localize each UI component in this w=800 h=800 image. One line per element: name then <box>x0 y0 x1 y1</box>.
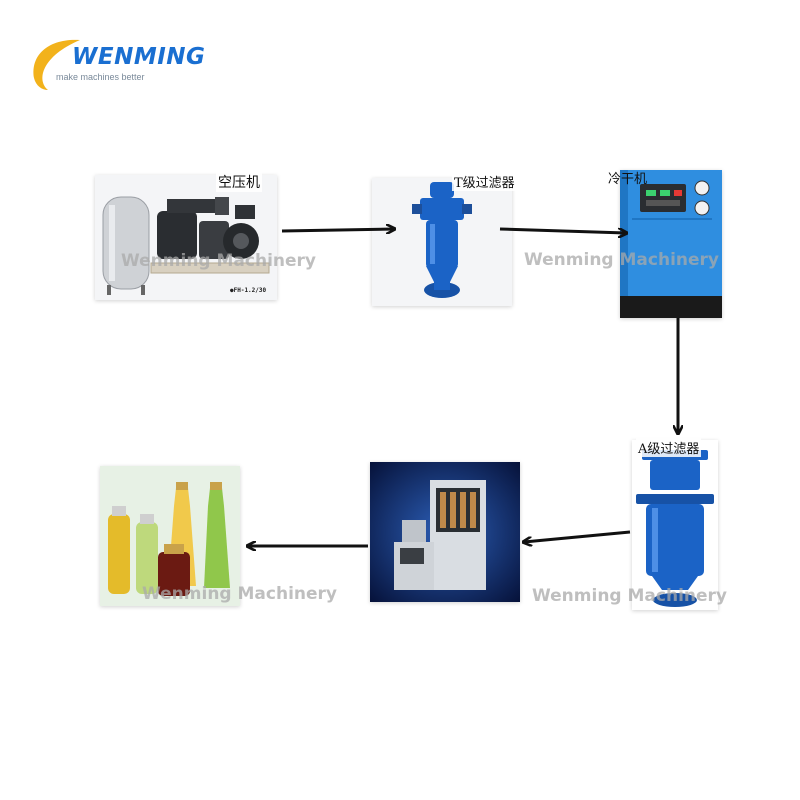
compressor-model-tag: ●FH-1.2/30 <box>230 287 267 294</box>
label-air-compressor: 空压机 <box>216 172 262 192</box>
label-t-filter: T级过滤器 <box>452 172 517 191</box>
label-a-filter: A级过滤器 <box>636 438 702 457</box>
blow-molder-image <box>370 462 520 602</box>
watermark: Wenming Machinery <box>142 584 338 604</box>
watermark: Wenming Machinery <box>121 251 317 271</box>
bottles-image <box>100 466 240 606</box>
watermark: Wenming Machinery <box>532 586 728 606</box>
node-bottles: Wenming Machinery <box>100 466 337 606</box>
node-air-compressor: ●FH-1.2/30 Wenming Machinery <box>95 175 316 300</box>
arrow-compressor-to-t-filter <box>281 229 394 231</box>
logo-swoosh-icon <box>33 39 80 90</box>
brand-logo: WENMING make machines better <box>28 32 208 92</box>
label-dryer: 冷干机 <box>608 172 648 187</box>
node-a-filter: Wenming Machinery <box>532 440 727 610</box>
arrow-a-filter-to-blow-molder <box>524 530 631 542</box>
watermark: Wenming Machinery <box>524 250 720 270</box>
node-blow-molder <box>370 462 520 602</box>
node-t-filter <box>372 178 512 306</box>
logo-tagline: make machines better <box>56 72 145 82</box>
logo-wordmark: WENMING <box>72 44 206 70</box>
arrow-t-filter-to-dryer <box>499 227 626 233</box>
air-compressor-image <box>102 196 270 295</box>
a-filter-image <box>636 450 714 607</box>
t-filter-image <box>412 182 472 298</box>
node-dryer: Wenming Machinery <box>524 170 722 318</box>
